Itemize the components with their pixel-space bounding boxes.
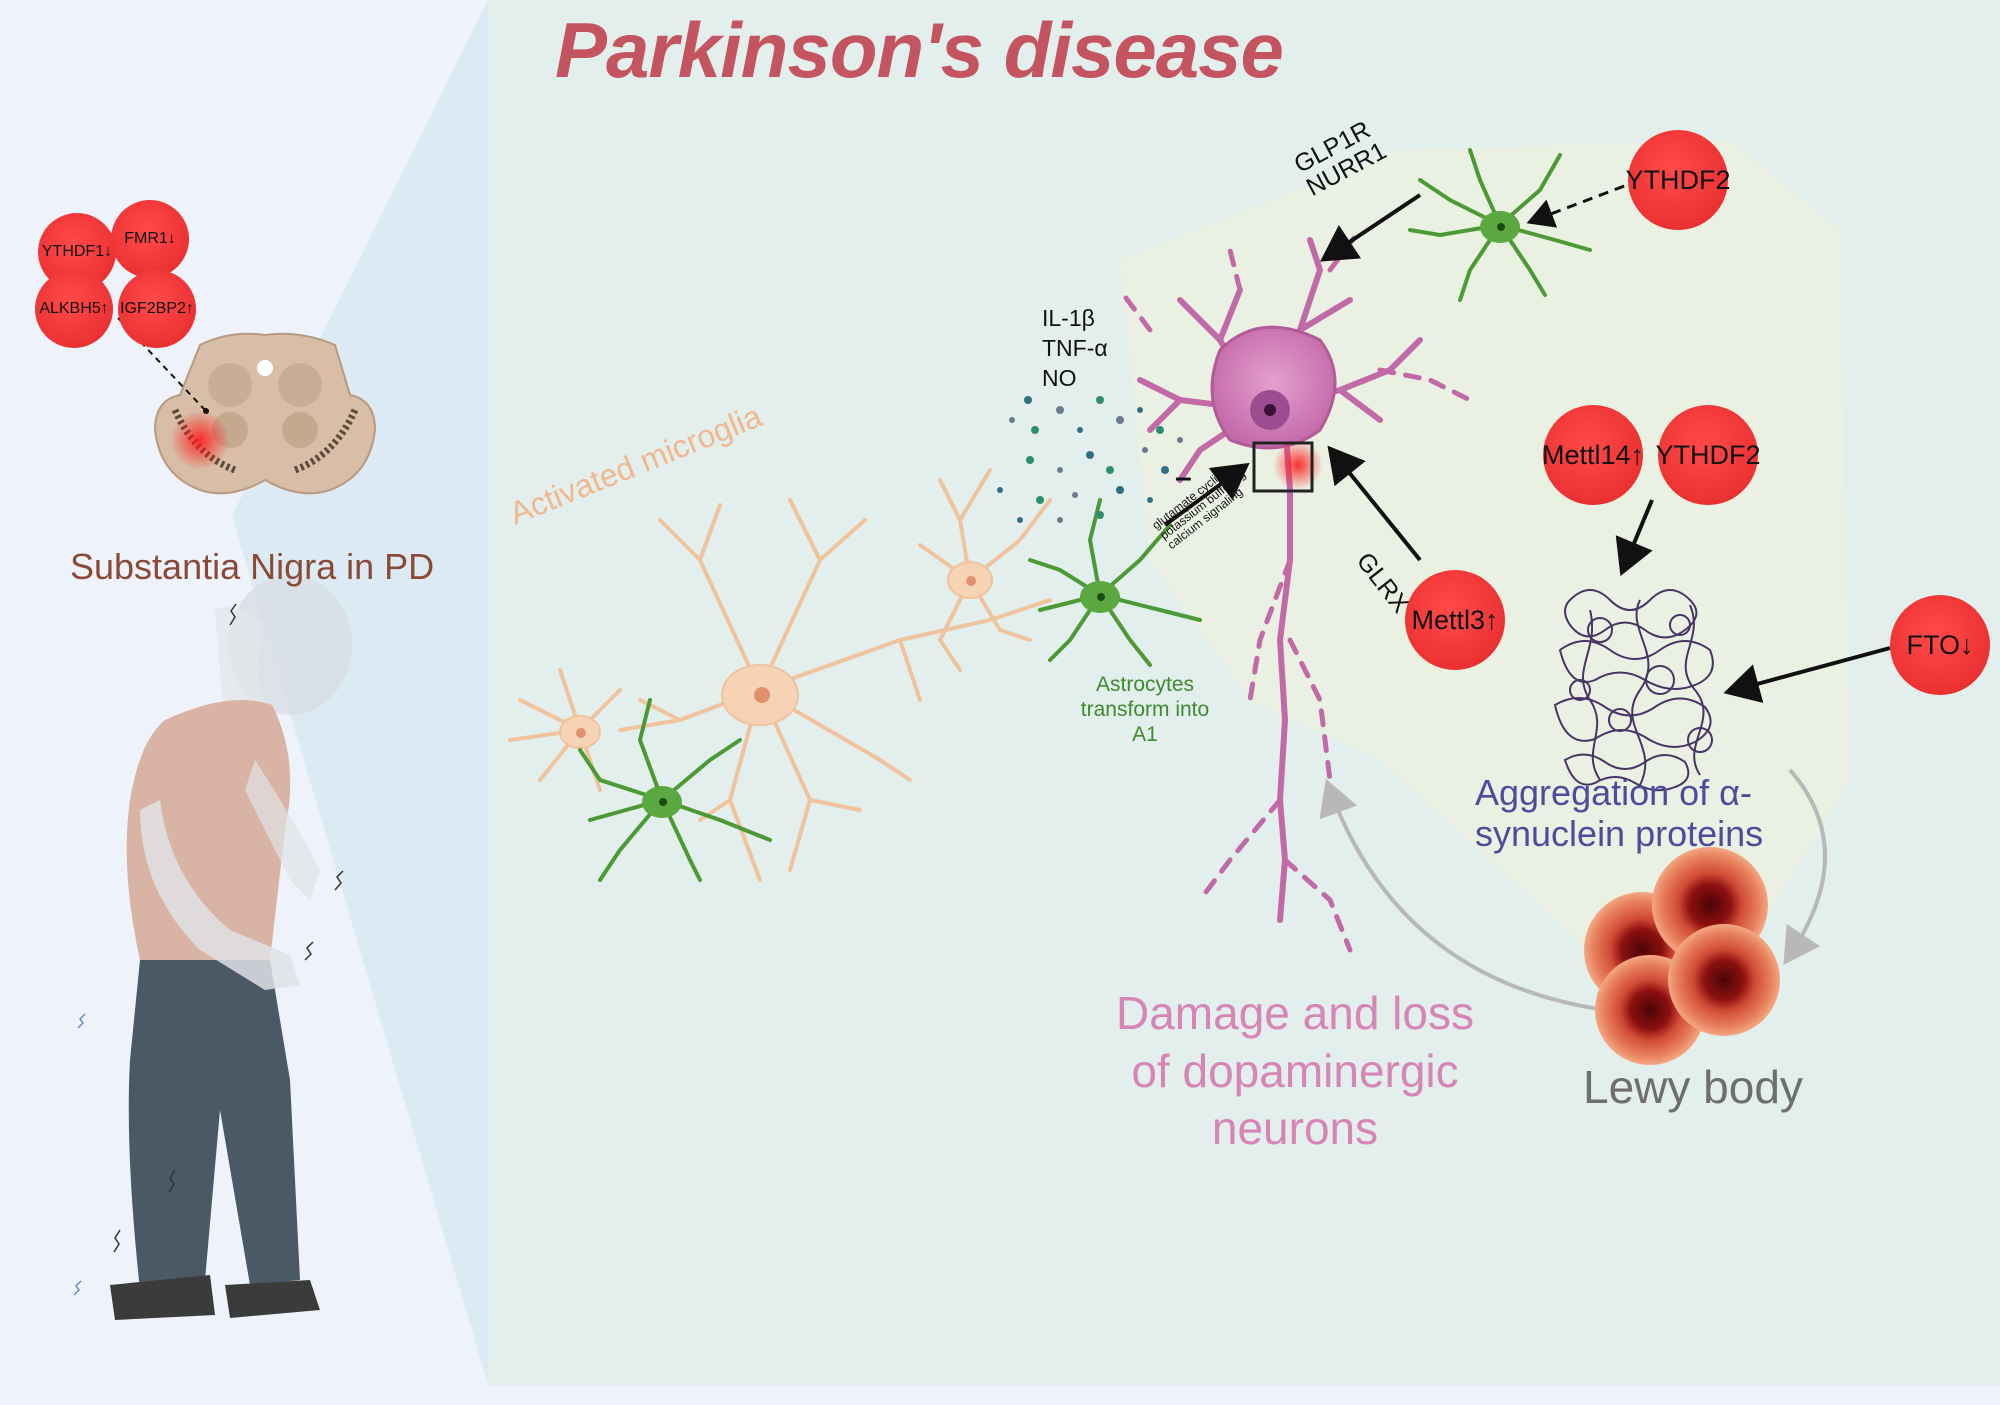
inhibition-symbol: – bbox=[1175, 461, 1192, 494]
synapse-box bbox=[1252, 441, 1314, 493]
gene-circle-fmr1: FMR1↓ bbox=[111, 200, 189, 278]
arrow-ythdf2-astro bbox=[1526, 178, 1641, 228]
damage-label: Damage and loss of dopaminergic neurons bbox=[1116, 987, 1474, 1154]
lewy-body-label: Lewy body bbox=[1583, 1061, 1803, 1113]
arrow-glrx bbox=[1327, 445, 1422, 562]
patient-head bbox=[228, 575, 352, 715]
gene-circle-alkbh5: ALKBH5↑ bbox=[35, 270, 113, 348]
patient-illustration bbox=[73, 575, 352, 1320]
midbrain-section bbox=[153, 332, 377, 495]
gene-circle-ythdf2-top: YTHDF2 bbox=[1626, 130, 1731, 230]
gene-circle-ythdf2-mid: YTHDF2 bbox=[1656, 405, 1761, 505]
gene-circle-igf2bp2: IGF2BP2↑ bbox=[118, 270, 196, 348]
patient-arm bbox=[140, 800, 300, 990]
zoom-cone bbox=[232, 0, 488, 1385]
gene-circle-fto: FTO↓ bbox=[1890, 595, 1990, 695]
arrow-lewy-to-neuron bbox=[1319, 778, 1606, 1012]
cytokine-label-tnfa: TNF-α bbox=[1042, 335, 1108, 361]
lewy-body-cluster bbox=[1584, 847, 1780, 1065]
cytokine-label-il1b: IL-1β bbox=[1042, 305, 1095, 331]
cytokine-label-no: NO bbox=[1042, 365, 1077, 391]
arrow-astro-neuron bbox=[1163, 462, 1250, 527]
alpha-synuclein-aggregate bbox=[1553, 589, 1714, 792]
aggregation-line-2: synuclein proteins bbox=[1475, 813, 1764, 855]
lesion-glow bbox=[170, 410, 230, 470]
page-title: Parkinson's disease bbox=[555, 6, 1284, 94]
gene-circle-mettl14: Mettl14↑ bbox=[1542, 405, 1644, 505]
arrow-fto bbox=[1723, 646, 1891, 704]
gene-circle-mettl3: Mettl3↑ bbox=[1405, 570, 1505, 670]
patient-trousers bbox=[128, 960, 300, 1290]
astrocytes-label: Astrocytes transform into A1 bbox=[1080, 673, 1210, 747]
aggregation-label: Aggregation of α- synuclein proteins bbox=[1475, 772, 1763, 855]
cytokine-particles bbox=[997, 396, 1183, 523]
patient-shoe bbox=[110, 1275, 215, 1320]
arrow-mettl14 bbox=[1615, 499, 1654, 577]
arrow-to-lewy bbox=[1783, 768, 1827, 965]
vibration-icon bbox=[73, 1013, 86, 1296]
substantia-nigra-label: Substantia Nigra in PD bbox=[70, 546, 435, 587]
arrow-glp1r bbox=[1320, 193, 1422, 262]
tremor-lines bbox=[113, 603, 344, 1253]
aggregation-line-1: Aggregation of α- bbox=[1475, 772, 1752, 813]
